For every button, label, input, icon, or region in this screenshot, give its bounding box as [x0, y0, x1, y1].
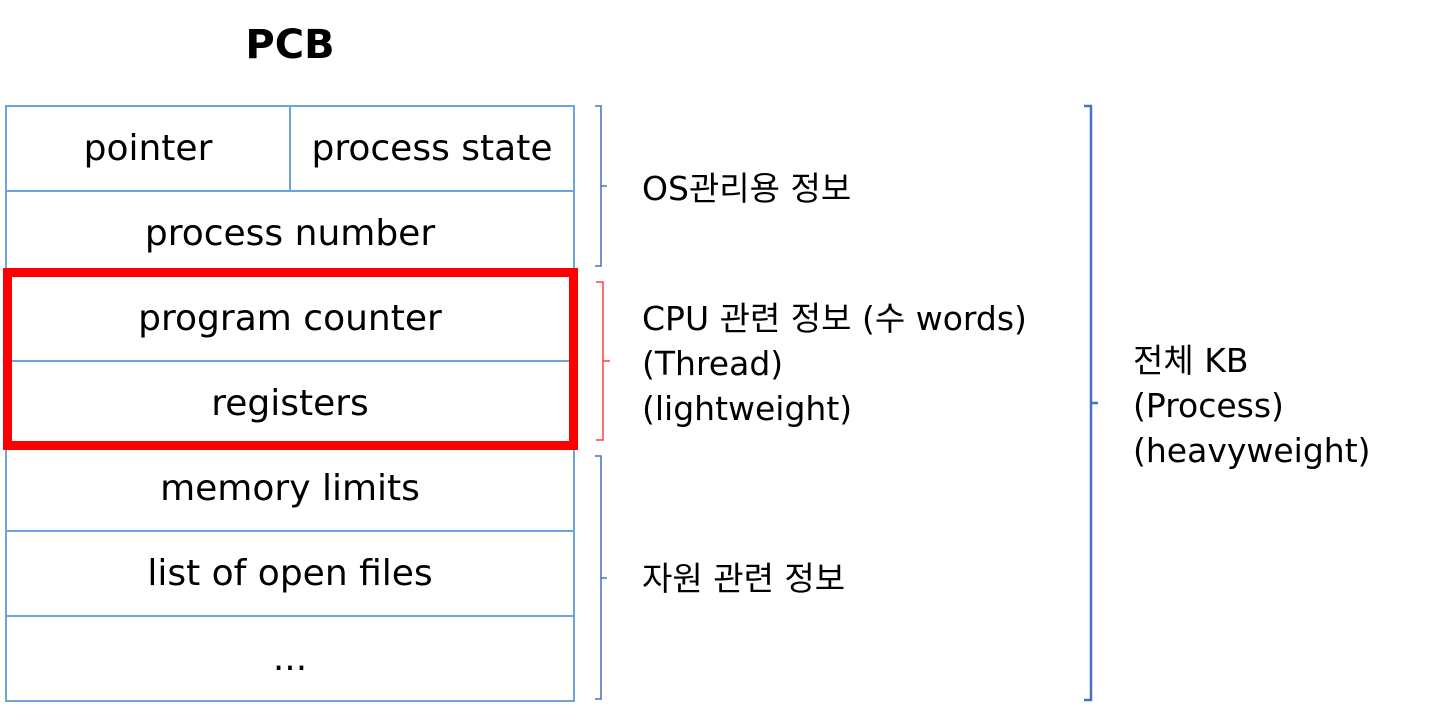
- label-cpu-line3: (lightweight): [642, 389, 853, 428]
- label-whole-line1: 전체 KB: [1133, 341, 1249, 380]
- brace-os: [595, 105, 607, 267]
- brace-resource: [595, 455, 607, 700]
- label-cpu-line1: CPU 관련 정보 (수 words): [642, 299, 1027, 338]
- cell-process-state: process state: [289, 105, 575, 192]
- brace-whole: [1084, 104, 1098, 702]
- label-whole-line2: (Process): [1133, 386, 1284, 425]
- cell-registers: registers: [5, 360, 575, 447]
- label-cpu-line2: (Thread): [642, 344, 784, 383]
- cell-open-files: list of open files: [5, 530, 575, 617]
- cell-memory-limits: memory limits: [5, 445, 575, 532]
- label-resource: 자원 관련 정보: [642, 559, 846, 598]
- label-whole-line3: (heavyweight): [1133, 431, 1371, 470]
- cell-ellipsis: ...: [5, 615, 575, 702]
- cell-pointer: pointer: [5, 105, 291, 192]
- cpu-highlight-box: [3, 268, 578, 450]
- label-whole: 전체 KB (Process) (heavyweight): [1133, 338, 1371, 473]
- label-cpu: CPU 관련 정보 (수 words) (Thread) (lightweigh…: [642, 296, 1027, 431]
- label-os: OS관리용 정보: [642, 169, 852, 208]
- diagram-title: PCB: [245, 22, 335, 68]
- brace-cpu: [596, 281, 610, 441]
